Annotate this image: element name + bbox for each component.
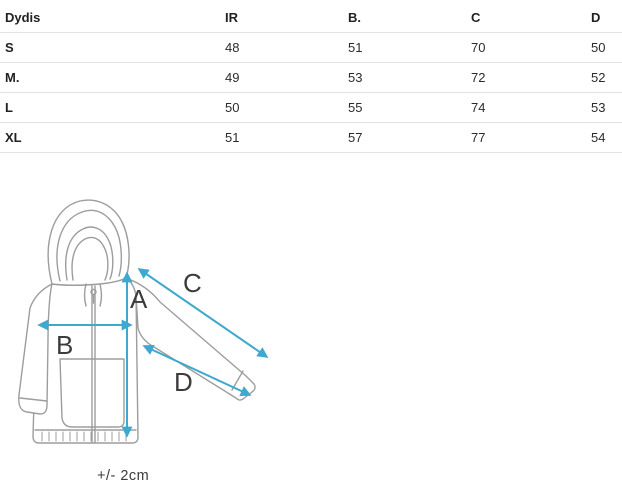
column-header-d: D (586, 3, 622, 33)
hoodie-outline (18, 199, 256, 444)
size-table: Dydis IR B. C D S 48 51 70 50 M. 49 53 7… (0, 3, 622, 153)
value-cell: 50 (220, 92, 343, 123)
value-cell: 54 (586, 122, 622, 153)
measurement-arrows (37, 268, 269, 438)
table-row: M. 49 53 72 52 (0, 62, 622, 93)
value-cell: 55 (343, 92, 466, 123)
column-header-dydis: Dydis (0, 3, 220, 33)
value-cell: 57 (343, 122, 466, 153)
hoodie-hood (47, 199, 130, 286)
arrow-d (142, 344, 252, 397)
size-label-cell: XL (0, 122, 220, 153)
value-cell: 51 (220, 122, 343, 153)
value-cell: 50 (586, 32, 622, 63)
table-row: S 48 51 70 50 (0, 32, 622, 63)
hoodie-left-sleeve (18, 283, 53, 415)
label-c: C (183, 268, 202, 298)
label-b: B (56, 330, 73, 360)
arrow-c (137, 268, 269, 358)
measurement-labels: A B C D (56, 268, 202, 397)
value-cell: 53 (586, 92, 622, 123)
value-cell: 72 (466, 62, 586, 93)
tolerance-note: +/- 2cm (97, 468, 150, 484)
value-cell: 74 (466, 92, 586, 123)
table-row: XL 51 57 77 54 (0, 122, 622, 153)
value-cell: 52 (586, 62, 622, 93)
measurement-diagram: A B C D +/- 2cm (0, 150, 622, 494)
table-header-row: Dydis IR B. C D (0, 3, 622, 33)
value-cell: 51 (343, 32, 466, 63)
hoodie-measurement-illustration: A B C D (18, 199, 269, 444)
label-d: D (174, 367, 193, 397)
size-label-cell: M. (0, 62, 220, 93)
value-cell: 48 (220, 32, 343, 63)
column-header-ir: IR (220, 3, 343, 33)
column-header-b: B. (343, 3, 466, 33)
size-label-cell: S (0, 32, 220, 63)
value-cell: 77 (466, 122, 586, 153)
size-label-cell: L (0, 92, 220, 123)
value-cell: 49 (220, 62, 343, 93)
table-row: L 50 55 74 53 (0, 92, 622, 123)
label-a: A (130, 284, 148, 314)
column-header-c: C (466, 3, 586, 33)
value-cell: 70 (466, 32, 586, 63)
value-cell: 53 (343, 62, 466, 93)
